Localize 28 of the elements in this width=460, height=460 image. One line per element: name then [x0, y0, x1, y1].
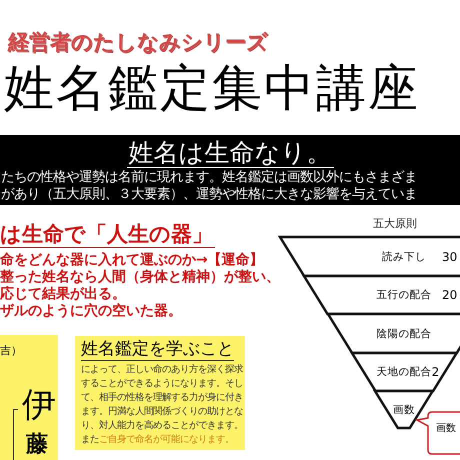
body-line: ザルのように穴の空いた器。 — [0, 302, 182, 320]
card-text: によって、正しい命のあり方を深く探求することができるようになります。そして、相手の性格を理解する力が身に付きます。円満な人間関係づくりの助けとなり、対人能力を高めることができます。またご自身で命名が可能になります。 — [81, 363, 243, 447]
body-line: 整った姓名なら人間（身体と精神）が整い、 — [0, 268, 280, 286]
tier-label: 天地の配合 — [376, 366, 432, 378]
section-heading: は生命で「人生の器」 — [0, 221, 215, 248]
tier-label: 五行の配合 — [376, 289, 432, 301]
band-text: があり（五大原則、３大要素）、運勢や性格に大きな影響を与えていま — [1, 186, 417, 203]
percentage: 20 — [442, 287, 458, 304]
tier-label: 読み下し — [382, 250, 426, 262]
name-note: 吉） — [0, 343, 22, 358]
band-heading: 姓名は生命なり。 — [126, 138, 334, 168]
tier-label: 陰陽の配合 — [376, 328, 432, 340]
percentage: 2 — [432, 364, 440, 381]
pyramid-heading: 五大原則 — [373, 216, 417, 231]
tier-label: 画数 — [393, 404, 415, 416]
title: 姓名鑑定集中講座 — [4, 58, 420, 118]
name-card — [0, 335, 58, 460]
name-character: 伊 — [22, 385, 56, 425]
name-character: 藤 — [26, 433, 48, 457]
series-title: 経営者のたしなみシリーズ — [8, 29, 268, 56]
text-band — [0, 135, 460, 205]
body-line: 応じて結果が出る。 — [0, 285, 126, 302]
callout-text: 画数 — [436, 422, 456, 436]
info-card — [75, 336, 245, 450]
card-heading: 姓名鑑定を学ぶこと — [81, 338, 234, 361]
percentage: 30 — [442, 248, 458, 266]
body-line: 命をどんな器に入れて運ぶのか→【運命】 — [0, 251, 264, 269]
band-text: たちの性格や運勢は名前に現れます。姓名鑑定は画数以外にもさまざま — [1, 169, 417, 186]
